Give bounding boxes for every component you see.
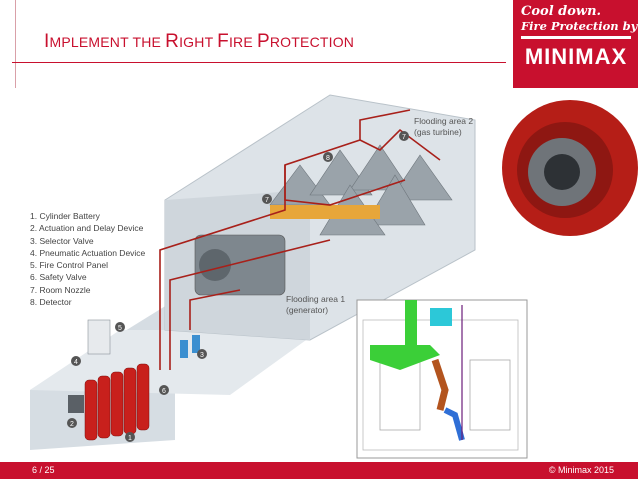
- marker-4: [71, 356, 81, 366]
- legend-item: 6. Safety Valve: [30, 272, 87, 283]
- marker-5-label: 5: [118, 325, 122, 332]
- selector-valve-1: [180, 340, 188, 358]
- marker-1: [125, 432, 135, 442]
- flooding-area-2-label: Flooding area 2 (gas turbine): [414, 116, 474, 137]
- marker-group: 1 2 3 4 5 6 7 7 8: [67, 131, 409, 442]
- brand-panel: Cool down. Fire Protection by MINIMAX: [513, 0, 638, 88]
- flooding-area-1-label: Flooding area 1 (generator): [286, 294, 346, 315]
- legend-item: 3. Selector Valve: [30, 235, 94, 246]
- slide-footer: 6 / 25 © Minimax 2015: [0, 462, 638, 479]
- fire-control-panel: [87, 319, 111, 355]
- marker-7a: [262, 194, 272, 204]
- marker-6-label: 6: [162, 388, 166, 395]
- legend-item: 4. Pneumatic Actuation Device: [30, 247, 146, 258]
- component-legend: 1. Cylinder Battery 2. Actuation and Del…: [30, 210, 145, 308]
- slide-title: IMPLEMENT THE RIGHT FIRE PROTECTION: [44, 31, 355, 52]
- header-divider: [15, 0, 16, 88]
- copyright: © Minimax 2015: [548, 465, 614, 475]
- marker-3-label: 3: [200, 352, 204, 359]
- cylinder-battery: [84, 363, 150, 441]
- marker-2-label: 2: [70, 421, 74, 428]
- title-underline: [12, 62, 506, 63]
- valve-schematic: [356, 299, 528, 459]
- drive-shaft: [270, 205, 380, 219]
- brand-bar: [521, 36, 631, 39]
- detector-photo: [502, 100, 638, 236]
- legend-item: 7. Room Nozzle: [30, 284, 91, 295]
- marker-8-label: 8: [326, 155, 330, 162]
- marker-3: [197, 349, 207, 359]
- page-number: 6 / 25: [32, 465, 55, 475]
- marker-6: [159, 385, 169, 395]
- marker-8: [323, 152, 333, 162]
- marker-7b-label: 7: [402, 134, 406, 141]
- marker-7b: [399, 131, 409, 141]
- generator-flywheel: [199, 249, 231, 281]
- piping: [159, 109, 441, 370]
- selector-valve-2: [192, 335, 200, 353]
- legend-item: 8. Detector: [30, 297, 72, 308]
- brand-tagline-2: Fire Protection by: [521, 19, 638, 33]
- actuation-device: [68, 395, 84, 413]
- marker-2: [67, 418, 77, 428]
- marker-7a-label: 7: [265, 197, 269, 204]
- slide-header: [0, 0, 513, 88]
- legend-item: 2. Actuation and Delay Device: [30, 223, 144, 234]
- brand-tagline: Cool down.: [521, 4, 602, 19]
- marker-4-label: 4: [74, 359, 78, 366]
- legend-item: 1. Cylinder Battery: [30, 211, 100, 221]
- minimax-logo: MINIMAX: [524, 44, 628, 69]
- gas-turbine: [269, 144, 453, 236]
- legend-item: 5. Fire Control Panel: [30, 260, 108, 271]
- marker-5: [115, 322, 125, 332]
- marker-1-label: 1: [128, 435, 132, 442]
